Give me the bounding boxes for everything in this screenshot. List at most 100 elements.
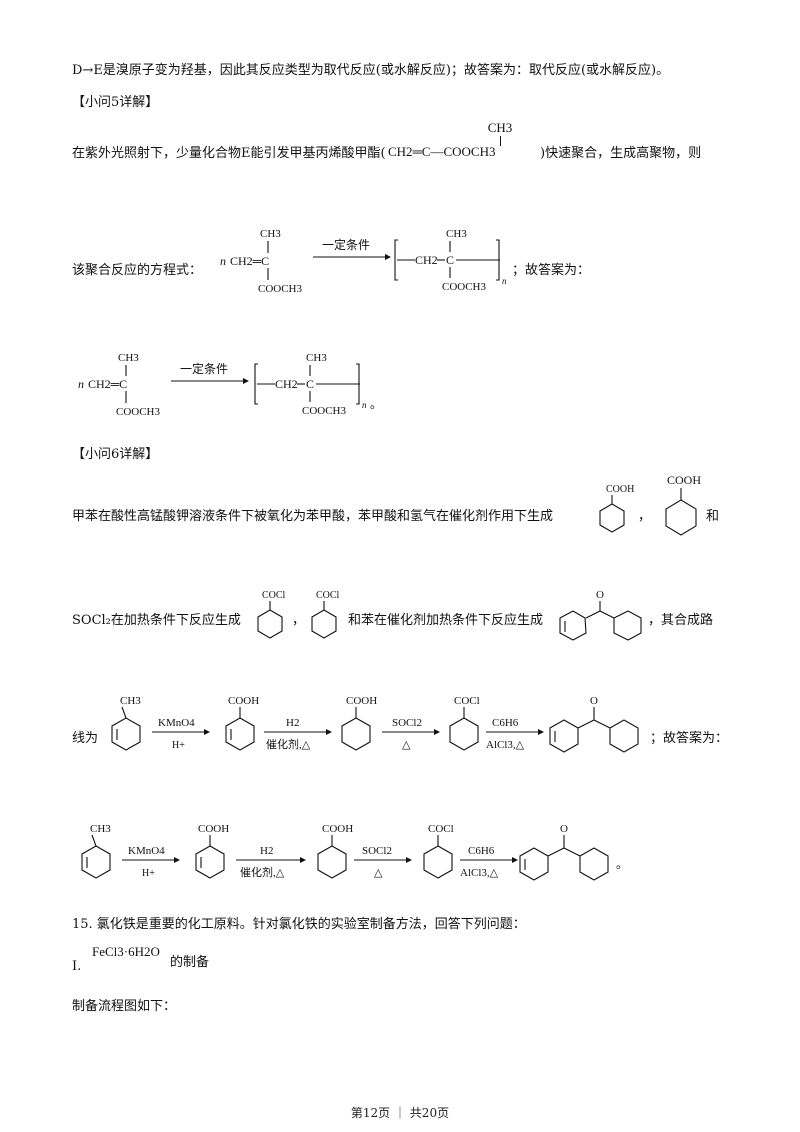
poly2-cond: 一定条件 [180, 361, 228, 376]
poly2-sub-n: n [362, 400, 367, 410]
r2-s2-top: H2 [260, 845, 273, 857]
r2-cooh-2: COOH [322, 823, 353, 835]
poly1-chain-cooch3: COOCH3 [442, 281, 487, 293]
r2-s4-bot: AlCl3,△ [460, 867, 499, 879]
poly-equation-1: n CH2═C CH3 COOCH3 一定条件 CH2 C CH3 COOCH3… [220, 228, 507, 295]
question-15: 15. 氯化铁是重要的化工原料。针对氯化铁的实验室制备方法，回答下列问题： [72, 917, 526, 932]
mma-vbond [500, 136, 501, 146]
cyclohexane-ring-k1 [613, 610, 642, 641]
mma-left: CH2 [388, 144, 413, 159]
cyclohexane-ring-4 [311, 609, 337, 639]
r2-benzene-toluene [81, 845, 111, 879]
poly1-bracket-left [394, 239, 398, 281]
r1-cooh-2: COOH [346, 695, 377, 707]
poly1-n: n [220, 254, 226, 268]
r2-s1-top: KMnO4 [128, 845, 165, 857]
mma-formula: CH3 [455, 120, 545, 170]
r1-ch3-label: CH3 [120, 695, 141, 707]
q6-text-d: ，其合成路 [648, 613, 714, 628]
r1-arrowhead-1 [204, 729, 210, 735]
poly1-chain-c: C [446, 253, 454, 267]
r2-cocl: COCl [428, 823, 454, 835]
q5-text-b: )快速聚合，生成高聚物，则 [540, 146, 702, 161]
r2-ketone-bond-l [547, 847, 565, 857]
r2-s2-bot: 催化剂,△ [240, 865, 285, 879]
paragraph-de: D→E是溴原子变为羟基，因此其反应类型为取代反应(或水解反应)；故答案为：取代反… [72, 63, 670, 78]
q5-text-a: 在紫外光照射下，少量化合物E能引发甲基丙烯酸甲酯( [72, 146, 386, 161]
heading-q6: 【小问6详解】 [72, 447, 159, 462]
r2-ketone-bond-r [563, 847, 581, 857]
poly2-cooch3: COOCH3 [116, 406, 161, 418]
synthesis-route-1: CH3 KMnO4 H+ COOH H2 催化剂,△ COOH SOCl2 △ … [111, 695, 639, 753]
poly2-chain-ch2: CH2 [275, 377, 298, 391]
r2-s4-top: C6H6 [468, 845, 495, 857]
page-footer: 第12页 ｜ 共20页 [350, 1106, 450, 1120]
r2-arrowhead-3 [406, 857, 412, 863]
poly2-chain-ch3: CH3 [306, 352, 327, 364]
poly1-cond: 一定条件 [322, 237, 370, 252]
cyclohexane-ring-1 [599, 503, 625, 533]
poly2-n: n [78, 377, 84, 391]
q6-text-a: 甲苯在酸性高锰酸钾溶液条件下被氧化为苯甲酸，苯甲酸和氢气在催化剂作用下生成 [72, 509, 554, 524]
r1-ketone-bond-l [577, 719, 595, 729]
r1-s4-bot: AlCl3,△ [486, 739, 525, 751]
poly2-chain-c: C [306, 377, 314, 391]
poly-tail: ；故答案为： [512, 263, 591, 278]
mma-eq: ═ [412, 144, 422, 159]
r1-s2-bot: 催化剂,△ [266, 737, 311, 751]
ketone-bond-l-1 [585, 610, 601, 619]
r2-arrowhead-4 [512, 857, 518, 863]
poly2-end: 。 [370, 397, 378, 411]
poly1-bracket-right [496, 239, 500, 281]
poly1-arrowhead [385, 254, 391, 260]
mma-c: C [421, 144, 431, 159]
r2-benzene-benzoic [195, 845, 225, 879]
poly-equation-2: n CH2═C CH3 COOCH3 一定条件 CH2 C CH3 COOCH3… [78, 352, 378, 418]
r2-ketone-cyclohexane [579, 847, 609, 881]
r2-arrowhead-1 [174, 857, 180, 863]
cyclohexanecarboxylic-acid-1: COOH [599, 484, 634, 533]
cooh-label-1: COOH [606, 484, 634, 495]
r1-s4-top: C6H6 [492, 717, 519, 729]
ketone-bond-r-1 [599, 610, 615, 619]
r1-arrowhead-2 [326, 729, 332, 735]
r1-cocl: COCl [454, 695, 480, 707]
r1-ketone-o: O [590, 695, 598, 707]
route-tail: ；故答案为： [650, 731, 729, 746]
r1-arrowhead-3 [434, 729, 440, 735]
r1-s3-bot: △ [402, 739, 411, 751]
poly1-sub-n: n [502, 276, 507, 286]
poly2-ch3: CH3 [118, 352, 139, 364]
r2-cooh-1: COOH [198, 823, 229, 835]
r2-cyclohexane-chloride [423, 845, 453, 879]
cyclohexane-ring-3 [257, 609, 283, 639]
synthesis-route-2: CH3 KMnO4 H+ COOH H2 催化剂,△ COOH SOCl2 △ … [81, 823, 628, 881]
cyclohexanecarboxylic-acid-2: COOH [665, 473, 701, 536]
r1-s2-top: H2 [286, 717, 299, 729]
heading-q5: 【小问5详解】 [72, 95, 159, 110]
cyclohexane-ring-2 [665, 499, 697, 536]
r2-s1-bot: H+ [142, 868, 155, 879]
r2-arrowhead-2 [300, 857, 306, 863]
r2-ch3-bond [91, 834, 97, 847]
mma-ch3: CH3 [487, 120, 513, 135]
r2-ketone-benzene [519, 847, 549, 881]
poly2-bracket-left [254, 363, 258, 405]
cyclohexyl-phenyl-ketone-1: O [559, 589, 642, 641]
cocl-label-1: COCl [262, 590, 286, 601]
cocl-label-2: COCl [316, 590, 340, 601]
mma-right: COOCH3 [443, 144, 496, 159]
r1-benzene-toluene [111, 717, 141, 751]
r2-end: 。 [616, 857, 628, 871]
poly1-chain-ch2: CH2 [415, 253, 438, 267]
poly2-ch2c: CH2═C [88, 377, 127, 391]
benzene-ring-k1 [559, 610, 587, 641]
mma-dash: — [430, 144, 444, 159]
r1-ch3-bond [121, 706, 127, 719]
r1-ketone-bond-r [593, 719, 611, 729]
cooh-label-2: COOH [667, 473, 701, 487]
cyclohexanecarbonyl-chloride-1: COCl [257, 590, 286, 639]
q6-text-c: 和苯在催化剂加热条件下反应生成 [348, 613, 544, 628]
r1-s1-bot: H+ [172, 740, 185, 751]
r1-benzene-benzoic [225, 717, 255, 751]
